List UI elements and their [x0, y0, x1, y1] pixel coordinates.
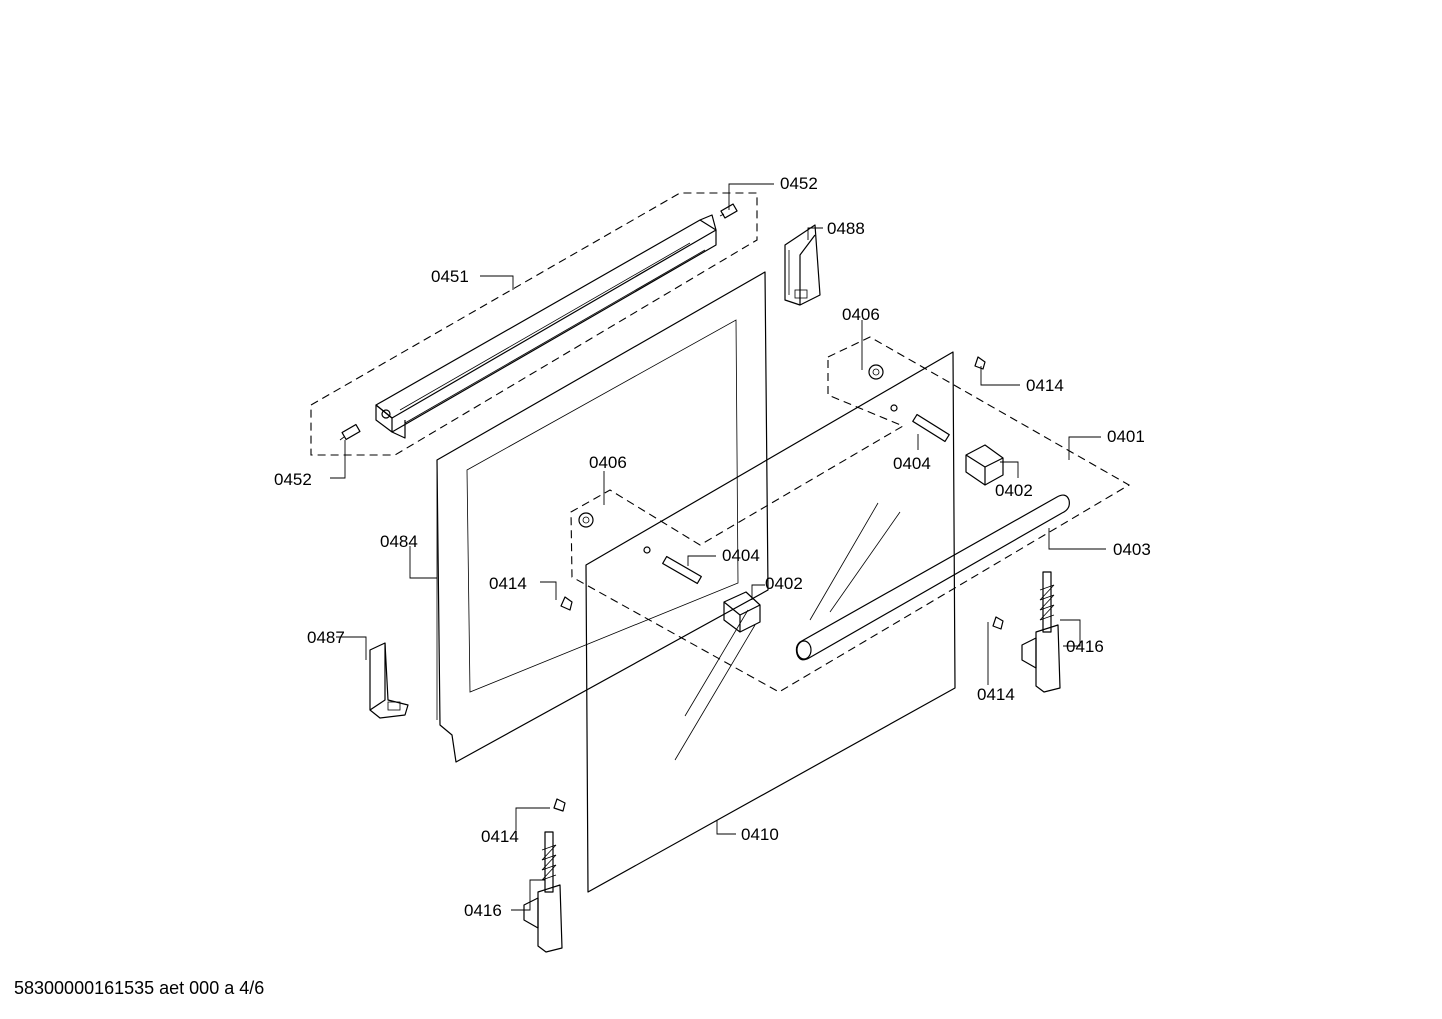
part-0404-pin-center — [662, 555, 702, 585]
label-0403: 0403 — [1113, 540, 1151, 559]
label-0402-right: 0402 — [995, 481, 1033, 500]
label-0402-center: 0402 — [765, 574, 803, 593]
part-0414-clip-bottom — [553, 798, 566, 812]
label-0404-center: 0404 — [722, 546, 760, 565]
leader-lines — [330, 183, 1106, 911]
label-0452-top: 0452 — [780, 174, 818, 193]
label-0414-left: 0414 — [489, 574, 527, 593]
part-0452-pin-top — [719, 203, 738, 219]
part-0404-pin-right — [912, 413, 950, 443]
group-outline-top-trim — [310, 192, 758, 456]
label-0414-bottom: 0414 — [481, 827, 519, 846]
drawing-reference-number: 58300000161535 aet 000 a 4/6 — [14, 978, 265, 998]
part-0487-bracket — [369, 642, 409, 719]
part-0414-clip-right — [974, 356, 986, 370]
label-0406-center: 0406 — [589, 453, 627, 472]
label-0416-right: 0416 — [1066, 637, 1104, 656]
part-0414-clip-left — [560, 596, 573, 611]
part-0402-block-right — [965, 444, 1004, 486]
label-0401: 0401 — [1107, 427, 1145, 446]
label-0406-right: 0406 — [842, 305, 880, 324]
group-outline-right-hinge-set — [570, 336, 1131, 693]
label-0410: 0410 — [741, 825, 779, 844]
label-0414-lowright: 0414 — [977, 685, 1015, 704]
part-0414-clip-lowright — [992, 616, 1004, 630]
part-0406-roller-center — [578, 512, 594, 528]
part-0416-hinge-right — [1021, 571, 1061, 693]
part-0406-roller-right — [868, 364, 884, 380]
label-0404-right: 0404 — [893, 454, 931, 473]
part-0452-pin-left — [339, 423, 361, 441]
part-0402-block-center — [723, 591, 761, 633]
label-0488: 0488 — [827, 219, 865, 238]
label-0416-bottom: 0416 — [464, 901, 502, 920]
part-0410-outer-door — [585, 351, 956, 893]
part-0416-hinge-bottom — [523, 831, 563, 953]
part-0403-handle — [795, 494, 1070, 661]
label-0451: 0451 — [431, 267, 469, 286]
part-0484-inner-panel — [436, 271, 769, 763]
label-0414-right: 0414 — [1026, 376, 1064, 395]
part-0451-top-trim — [375, 214, 717, 439]
label-0487: 0487 — [307, 628, 345, 647]
part-0488-bracket — [784, 224, 821, 306]
label-0452-left: 0452 — [274, 470, 312, 489]
label-0484: 0484 — [380, 532, 418, 551]
